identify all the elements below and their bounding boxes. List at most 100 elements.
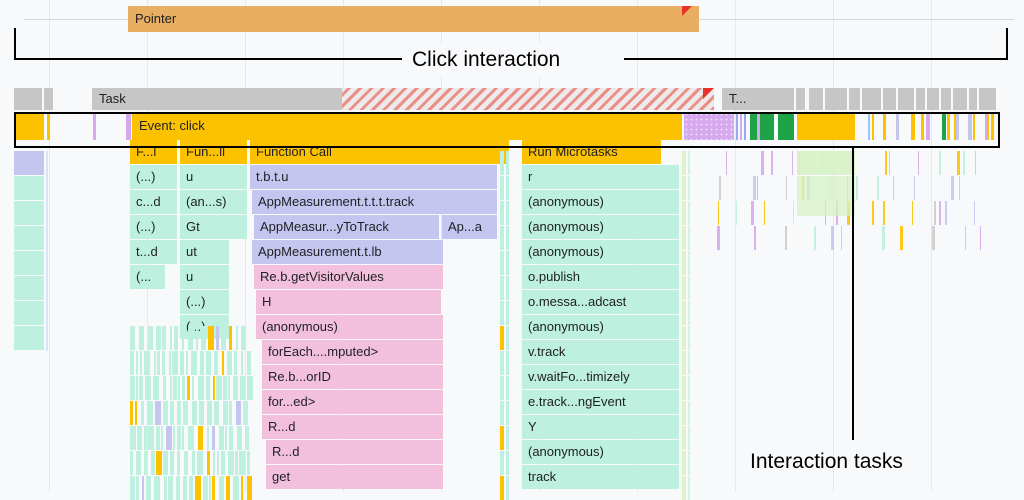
event-sliver <box>968 112 972 140</box>
flame-block[interactable]: v.track <box>522 340 680 364</box>
flame-block-label: v.waitFo...timizely <box>528 369 630 384</box>
flame-block-label: Re.b.getVisitorValues <box>260 269 384 284</box>
event-sliver <box>896 112 899 140</box>
flame-block[interactable]: v.waitFo...timizely <box>522 365 680 389</box>
event-sliver <box>926 112 930 140</box>
timing-entry-pointer[interactable]: Pointer <box>128 6 699 32</box>
task-block[interactable] <box>969 88 978 110</box>
flame-block[interactable]: o.publish <box>522 265 680 289</box>
flame-block-label: (anonymous) <box>262 319 338 334</box>
event-sliver <box>956 112 959 140</box>
gc-block[interactable] <box>684 112 734 140</box>
flame-block[interactable]: (anonymous) <box>522 190 680 214</box>
flame-block[interactable]: get <box>266 465 444 489</box>
paint-block[interactable] <box>778 112 794 140</box>
flame-block[interactable]: H <box>256 290 442 314</box>
flame-block[interactable]: (...) <box>130 215 178 239</box>
flame-row: for...ed> e.track...ngEvent <box>0 390 1024 414</box>
flame-block[interactable]: (...) <box>180 290 230 314</box>
flame-block-label: (anonymous) <box>528 244 604 259</box>
flame-block[interactable]: (anonymous) <box>522 215 680 239</box>
flame-block[interactable]: AppMeasur...yToTrack <box>254 215 440 239</box>
task-block-labeled[interactable]: T... <box>722 88 774 110</box>
flame-block[interactable]: forEach....mputed> <box>262 340 444 364</box>
task-block[interactable] <box>862 88 882 110</box>
event-sliver <box>93 112 96 140</box>
interaction-tasks-leader-line <box>852 148 854 440</box>
flame-block[interactable]: o.messa...adcast <box>522 290 680 314</box>
event-sliver <box>740 112 742 140</box>
flame-block[interactable]: AppMeasurement.t.lb <box>252 240 444 264</box>
flame-block[interactable]: Y <box>522 415 680 439</box>
event-sliver <box>736 112 738 140</box>
flame-block-label: AppMeasurement.t.lb <box>258 244 382 259</box>
task-block[interactable] <box>766 88 795 110</box>
event-entry-click[interactable]: Event: click <box>132 112 682 140</box>
flame-block[interactable]: ut <box>180 240 230 264</box>
flame-block[interactable]: (...) <box>180 315 230 339</box>
flame-block[interactable]: R...d <box>266 440 444 464</box>
flame-block[interactable]: e.track...ngEvent <box>522 390 680 414</box>
flame-block[interactable]: (anonymous) <box>522 240 680 264</box>
main-thread-task-row: Task T... <box>0 88 1024 110</box>
task-block[interactable] <box>979 88 997 110</box>
bracket-label-mask <box>402 44 624 76</box>
event-sliver <box>883 112 886 140</box>
task-block[interactable] <box>849 88 861 110</box>
flame-block[interactable]: (... <box>130 265 166 289</box>
flame-block[interactable]: (anonymous) <box>522 315 680 339</box>
flame-block[interactable]: (an...s) <box>180 190 248 214</box>
event-entry-label: Event: click <box>139 118 205 133</box>
flame-block-label: (anonymous) <box>528 319 604 334</box>
flame-block[interactable]: c...d <box>130 190 178 214</box>
interaction-tasks-box <box>14 112 1000 148</box>
flame-block-label: t.b.t.u <box>256 169 289 184</box>
flame-block[interactable]: Re.b...orID <box>262 365 444 389</box>
event-block[interactable] <box>797 112 855 140</box>
flame-block-label: o.publish <box>528 269 581 284</box>
flame-row: forEach....mputed> v.track <box>0 340 1024 364</box>
flame-block[interactable]: track <box>522 465 680 489</box>
flame-block[interactable]: Re.b.getVisitorValues <box>254 265 444 289</box>
flame-block[interactable]: R...d <box>262 415 444 439</box>
flame-block[interactable]: r <box>522 165 680 189</box>
flame-block-label: track <box>528 469 557 484</box>
flame-block[interactable]: (anonymous) <box>522 440 680 464</box>
task-block[interactable] <box>941 88 952 110</box>
task-block-labeled[interactable]: Task <box>92 88 350 110</box>
flame-block[interactable]: Ap...a <box>442 215 498 239</box>
task-block[interactable] <box>898 88 915 110</box>
event-sliver <box>942 112 946 140</box>
task-block[interactable] <box>953 88 968 110</box>
paint-block[interactable] <box>750 112 774 140</box>
flame-block[interactable]: Gt <box>180 215 248 239</box>
flame-block-label: AppMeasurement.t.t.t.track <box>258 194 415 209</box>
flame-block[interactable]: t...d <box>130 240 178 264</box>
flame-block[interactable]: u <box>180 265 230 289</box>
flame-block[interactable]: (anonymous) <box>256 315 444 339</box>
long-task-hatched[interactable] <box>342 88 714 110</box>
event-sliver <box>47 112 50 140</box>
event-sliver <box>947 112 950 140</box>
task-block[interactable] <box>916 88 926 110</box>
flame-row: get track <box>0 465 1024 489</box>
flame-block[interactable]: AppMeasurement.t.t.t.track <box>252 190 498 214</box>
task-block[interactable] <box>825 88 848 110</box>
flame-block[interactable]: t.b.t.u <box>250 165 498 189</box>
flame-block[interactable]: for...ed> <box>262 390 444 414</box>
task-block[interactable] <box>796 88 806 110</box>
task-block[interactable] <box>809 88 824 110</box>
flame-block[interactable]: (...) <box>130 165 178 189</box>
task-block[interactable] <box>44 88 54 110</box>
flame-block-label: forEach....mputed> <box>268 344 379 359</box>
task-block[interactable] <box>927 88 940 110</box>
flame-row: R...d Y <box>0 415 1024 439</box>
flame-block[interactable]: u <box>180 165 248 189</box>
task-block[interactable] <box>14 88 43 110</box>
flame-block-label: (an...s) <box>186 194 227 209</box>
flame-block-label: get <box>272 469 291 484</box>
event-block[interactable] <box>14 112 44 140</box>
task-block[interactable] <box>883 88 897 110</box>
